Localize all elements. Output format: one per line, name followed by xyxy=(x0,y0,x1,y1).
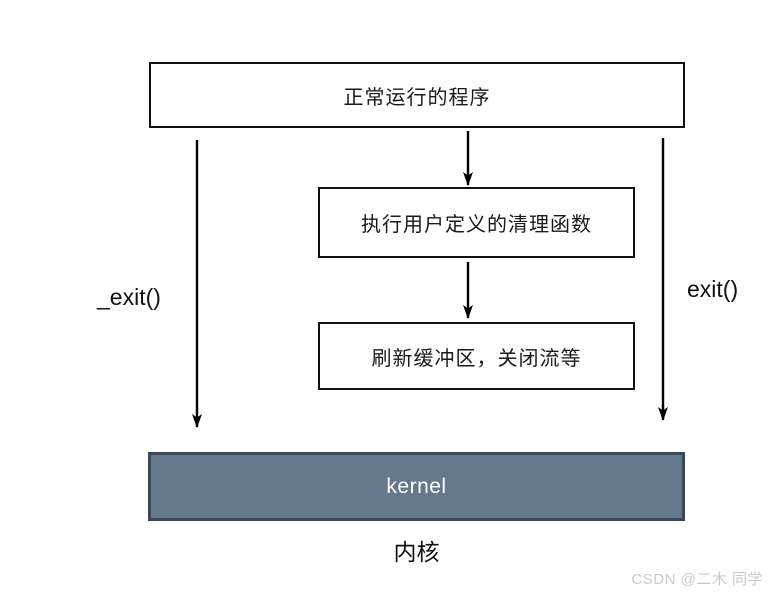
program-box-label: 正常运行的程序 xyxy=(343,86,491,109)
cleanup-box-label: 执行用户定义的清理函数 xyxy=(361,214,592,236)
watermark: CSDN @二木 同学 xyxy=(631,571,763,588)
flush-box: 刷新缓冲区，关闭流等 xyxy=(318,322,635,390)
exit-underscore-label: _exit() xyxy=(97,284,161,310)
flush-box-label: 刷新缓冲区，关闭流等 xyxy=(371,347,582,370)
cleanup-box: 执行用户定义的清理函数 xyxy=(318,187,635,258)
program-box: 正常运行的程序 xyxy=(149,62,685,128)
kernel-box-label: kernel xyxy=(386,474,447,498)
kernel-box: kernel xyxy=(148,452,685,521)
kernel-caption: 内核 xyxy=(393,539,440,565)
exit-label: exit() xyxy=(687,276,739,302)
